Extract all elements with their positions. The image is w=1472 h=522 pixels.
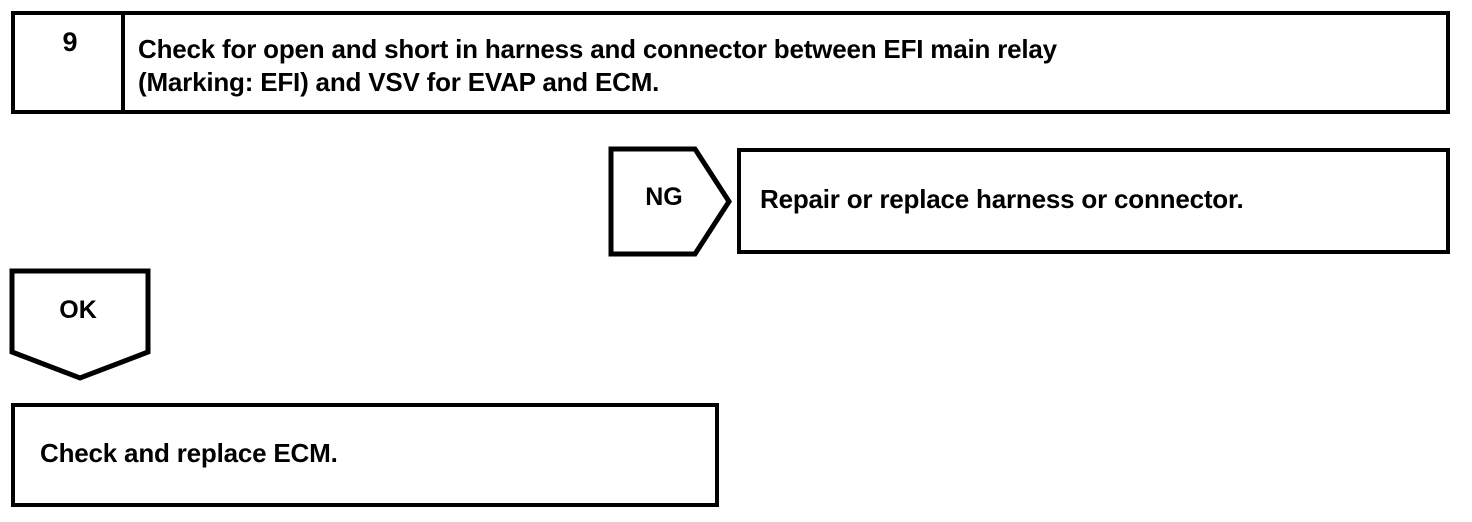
ok-arrow-icon (9, 268, 151, 381)
ok-result-text: Check and replace ECM. (40, 438, 338, 468)
step-instruction-line-1: Check for open and short in harness and … (138, 34, 1057, 64)
step-instruction: Check for open and short in harness and … (138, 33, 1428, 99)
ng-result-box (737, 148, 1450, 254)
step-number: 9 (62, 27, 78, 57)
step-instruction-line-2: (Marking: EFI) and VSV for EVAP and ECM. (138, 67, 660, 97)
step-number-cell (15, 15, 125, 110)
ng-result-text: Repair or replace harness or connector. (760, 184, 1244, 214)
ok-branch-arrow (9, 268, 151, 381)
ok-result-box (11, 403, 719, 507)
ok-branch-label: OK (59, 296, 97, 324)
step-box: 9 Check for open and short in harness an… (11, 11, 1450, 114)
ng-arrow-icon (608, 146, 732, 257)
ng-branch-arrow (608, 146, 732, 257)
ng-branch-label: NG (645, 183, 683, 211)
